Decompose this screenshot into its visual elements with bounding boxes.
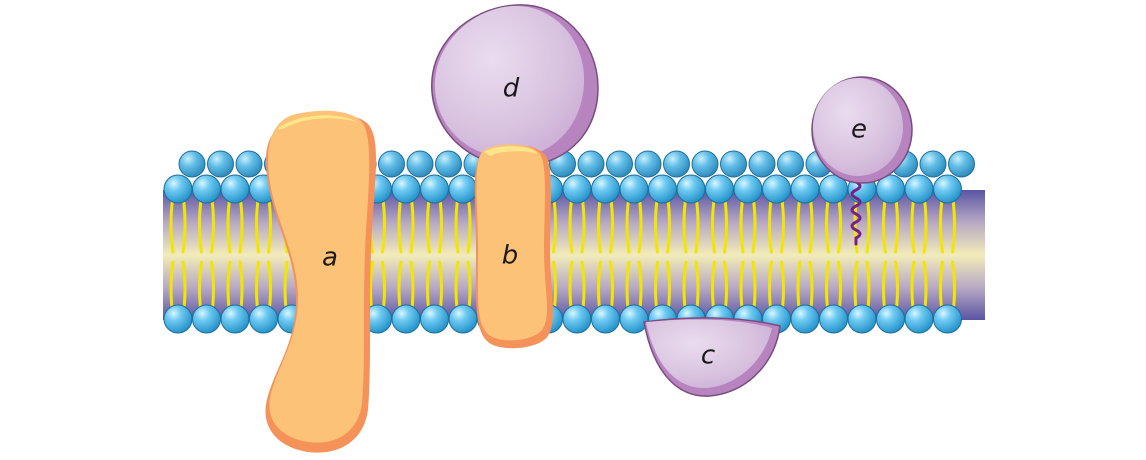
lipid-head [676, 174, 706, 204]
label-c: c [701, 341, 715, 371]
protein-c: c [643, 317, 781, 397]
lipid-head [876, 304, 905, 334]
lipid-head [606, 150, 633, 178]
lipid-head [619, 174, 649, 204]
lipid-head [235, 150, 263, 178]
label-d: d [503, 74, 520, 104]
lipid-head [163, 304, 193, 334]
lipid-head [919, 150, 947, 178]
lipid-head [192, 174, 221, 204]
lipid-head [819, 304, 848, 334]
lipid-head [948, 150, 975, 178]
lipid-head [634, 150, 662, 178]
lipid-head [178, 150, 206, 178]
lipid-head [904, 174, 934, 204]
lipid-head [448, 174, 478, 204]
lipid-head [847, 304, 877, 334]
lipid-head [705, 174, 734, 204]
lipid-head [391, 304, 421, 334]
lipid-head [220, 174, 250, 204]
protein-b: b [474, 144, 554, 349]
lipid-head [448, 304, 478, 334]
lipid-head [720, 150, 747, 178]
protein-a: a [265, 110, 376, 453]
lipid-head [648, 174, 677, 204]
lipid-head [933, 174, 962, 204]
lipid-head [207, 150, 234, 178]
lipid-head [562, 174, 592, 204]
lipid-head [663, 150, 690, 178]
lipid-head [748, 150, 776, 178]
protein-e: e [811, 76, 913, 184]
label-a: a [322, 243, 338, 273]
lipid-head [435, 150, 462, 178]
lipid-head [192, 304, 221, 334]
lipid-head [790, 174, 820, 204]
lipid-head [777, 150, 804, 178]
lipid-anchor [850, 180, 862, 246]
lipid-head [562, 304, 592, 334]
lipid-head [619, 304, 649, 334]
protein-d: d [431, 4, 599, 168]
lipid-head [591, 174, 620, 204]
lipid-head [933, 304, 962, 334]
label-e: e [851, 115, 867, 145]
lipid-head [733, 174, 763, 204]
lipid-head [691, 150, 719, 178]
lipid-head [378, 150, 405, 178]
lipid-head [220, 304, 250, 334]
lipid-head [904, 304, 934, 334]
label-b: b [502, 241, 519, 271]
lipid-head [591, 304, 620, 334]
lipid-head [249, 304, 278, 334]
lipid-head [577, 150, 605, 178]
lipid-head [391, 174, 421, 204]
lipid-head [762, 174, 791, 204]
lipid-head [406, 150, 434, 178]
lipid-head [420, 174, 449, 204]
lipid-head [163, 174, 193, 204]
lipid-head [790, 304, 820, 334]
lipid-head [420, 304, 449, 334]
